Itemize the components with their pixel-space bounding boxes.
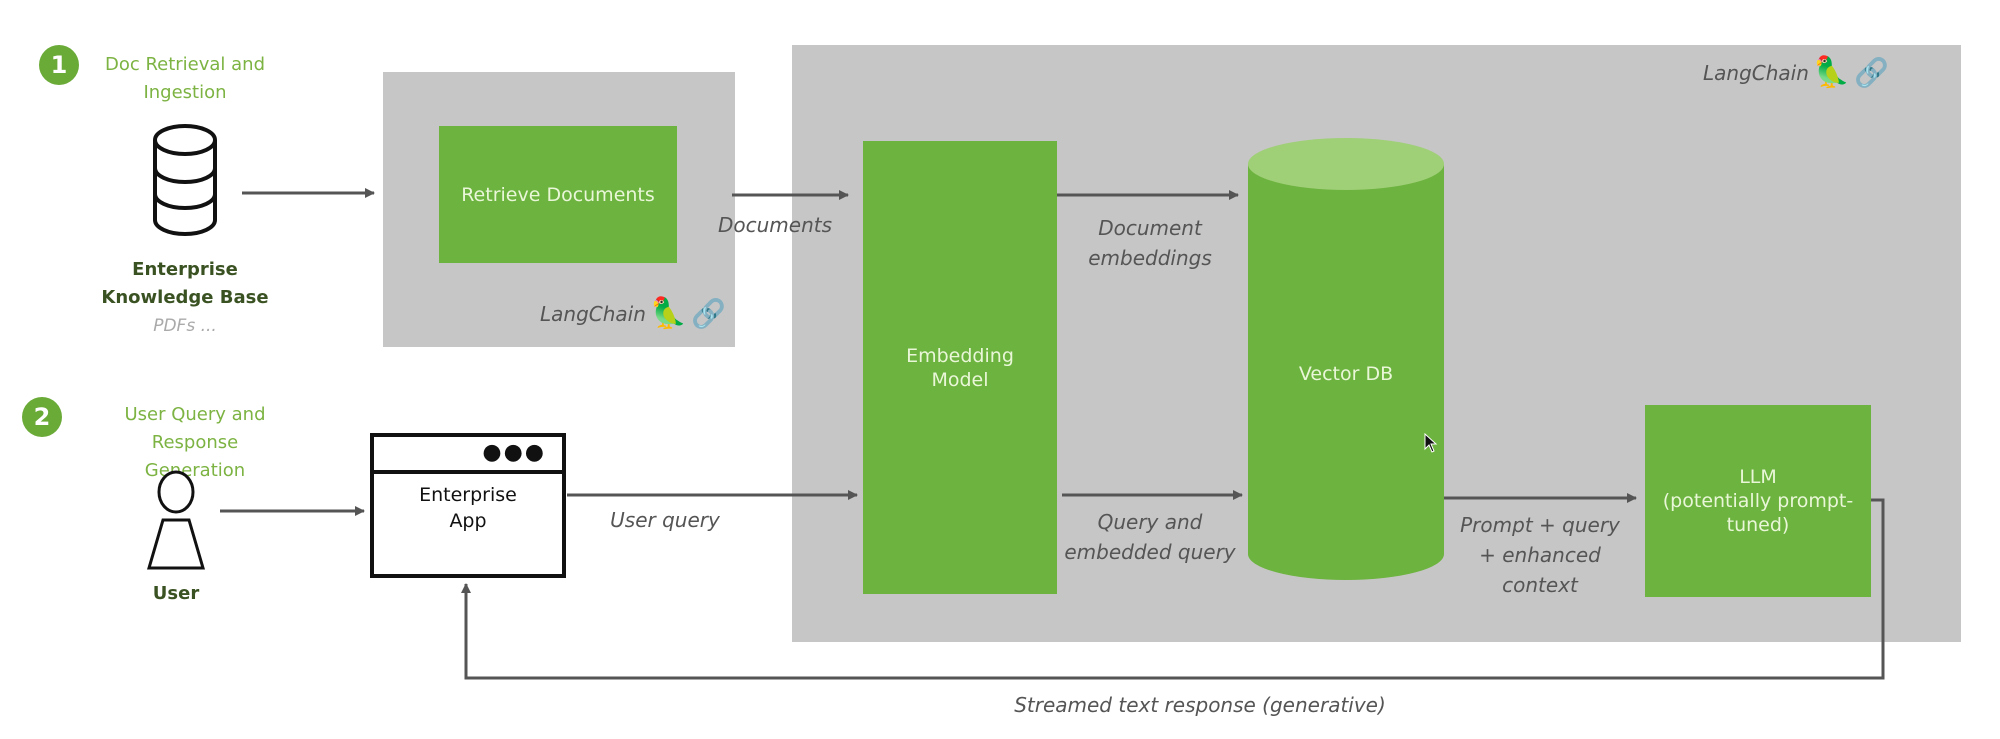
langchain-logo-retrieval: LangChain 🦜 🔗 (540, 296, 726, 331)
enterprise-app-label: Enterprise App (374, 482, 562, 534)
document-embeddings-line2: embeddings (1088, 246, 1212, 270)
llm-line2: (potentially prompt- (1662, 490, 1854, 512)
knowledge-base-line1: Enterprise (132, 259, 238, 280)
step-1-title: Doc Retrieval and Ingestion (90, 51, 280, 107)
langchain-label: LangChain (1703, 60, 1809, 85)
llm-line3: tuned) (1726, 514, 1790, 536)
knowledge-base-subtitle: PDFs ... (153, 316, 217, 336)
vector-db-cylinder (1248, 138, 1444, 580)
more-options-icon: ●●● (482, 440, 546, 465)
embedding-model-line1: Embedding (906, 344, 1014, 367)
parrot-icon: 🦜 (649, 296, 688, 331)
langchain-logo-main: LangChain 🦜 🔗 (1703, 55, 1889, 90)
step-1-title-line2: Ingestion (143, 82, 227, 103)
embedding-model-line2: Model (931, 368, 989, 391)
step-1-title-line1: Doc Retrieval and (104, 54, 266, 75)
embedding-model-box: Embedding Model (863, 141, 1057, 594)
user-label: User (152, 583, 200, 604)
user-icon (147, 470, 205, 570)
step-1-badge: 1 (39, 45, 79, 85)
window-titlebar: ●●● (374, 437, 562, 474)
query-embedded-line2: embedded query (1064, 540, 1236, 564)
edge-label-documents: Documents (717, 213, 833, 237)
database-icon (153, 124, 217, 236)
knowledge-base-label: Enterprise Knowledge Base (100, 256, 270, 312)
document-embeddings-line1: Document (1098, 216, 1202, 240)
retrieve-documents-box: Retrieve Documents (439, 126, 677, 263)
retrieve-documents-label: Retrieve Documents (461, 183, 655, 206)
edge-label-document-embeddings: Document embeddings (1060, 213, 1240, 273)
step-2-title-line1: User Query and Response (124, 404, 266, 453)
vector-db-label-wrap: Vector DB (1248, 350, 1444, 398)
edge-label-query-embedded: Query and embedded query (1055, 507, 1245, 567)
prompt-line3: context (1502, 573, 1578, 597)
step-2-badge: 2 (22, 397, 62, 437)
langchain-label: LangChain (540, 301, 646, 326)
llm-box: LLM (potentially prompt- tuned) (1645, 405, 1871, 597)
knowledge-base-line2: Knowledge Base (101, 287, 269, 308)
prompt-line2: + enhanced (1479, 543, 1601, 567)
enterprise-app-line1: Enterprise (419, 484, 517, 506)
parrot-icon: 🦜 (1812, 55, 1851, 90)
arrow-llm-to-app-response (461, 498, 1885, 680)
vector-db-label: Vector DB (1298, 363, 1394, 385)
query-embedded-line1: Query and (1097, 510, 1203, 534)
chain-link-icon: 🔗 (691, 297, 727, 330)
enterprise-app-window: ●●● Enterprise App (370, 433, 566, 578)
enterprise-app-line2: App (449, 510, 487, 532)
edge-label-prompt-context: Prompt + query + enhanced context (1450, 510, 1630, 600)
chain-link-icon: 🔗 (1854, 56, 1890, 89)
edge-label-streamed-response: Streamed text response (generative) (1014, 693, 1386, 717)
edge-label-user-query: User query (610, 508, 720, 532)
llm-line1: LLM (1739, 466, 1777, 488)
mouse-cursor-icon (1424, 433, 1438, 453)
prompt-line1: Prompt + query (1460, 513, 1620, 537)
